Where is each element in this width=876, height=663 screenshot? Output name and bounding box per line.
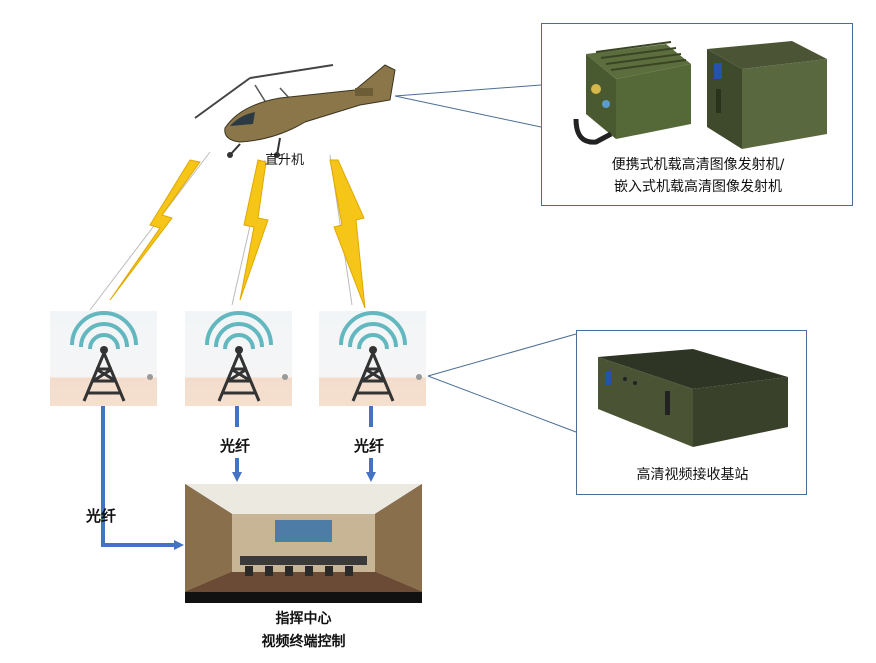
- command-center-label-line1: 指挥中心: [275, 611, 332, 627]
- receiver-label: 高清视频接收基站: [636, 467, 749, 483]
- transmitter-pointer-line: [394, 84, 542, 97]
- portable-transmitter-icon: [573, 41, 691, 145]
- receiver-pointer-line: [427, 333, 577, 377]
- base-station-tower: [185, 311, 292, 406]
- fiber-label-middle: 光纤: [220, 437, 251, 455]
- command-center-room-image: [185, 484, 422, 603]
- fiber-label-right: 光纤: [354, 437, 385, 455]
- receiver-pointer-line: [427, 375, 577, 433]
- helicopter-icon: [194, 64, 396, 158]
- lightning-bolt-icon: [239, 159, 269, 301]
- helicopter-label: 直升机: [265, 153, 305, 168]
- command-center-label-line2: 视频终端控制: [261, 634, 346, 650]
- base-station-tower: [319, 311, 426, 406]
- lightning-bolt-icon: [329, 159, 366, 309]
- fiber-line-left: [101, 406, 184, 550]
- transmitter-label-line1: 便携式机载高清图像发射机/: [611, 157, 785, 173]
- transmitter-pointer-line: [394, 95, 542, 128]
- lightning-bolt-icon: [109, 159, 201, 301]
- fiber-label-left: 光纤: [86, 507, 117, 525]
- receiver-callout: 高清视频接收基站: [576, 330, 807, 495]
- receiver-base-station-icon: [598, 349, 788, 447]
- embedded-transmitter-icon: [707, 41, 827, 149]
- transmitter-label-line2: 嵌入式机载高清图像发射机: [614, 179, 782, 195]
- transmitter-callout: 便携式机载高清图像发射机/ 嵌入式机载高清图像发射机: [541, 23, 853, 206]
- base-station-tower: [50, 311, 157, 406]
